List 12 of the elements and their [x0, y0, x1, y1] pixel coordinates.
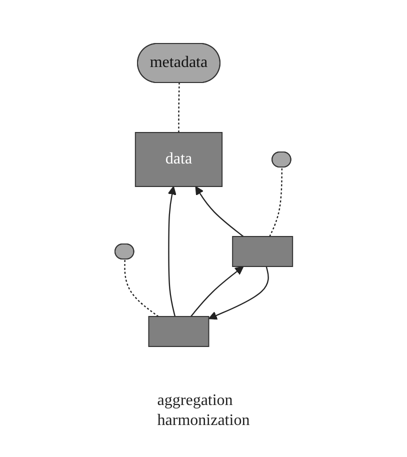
- node-box: [232, 236, 293, 267]
- node-box: [148, 316, 209, 347]
- connector: [124, 259, 158, 317]
- connector: [268, 168, 282, 237]
- node-box: data: [134, 132, 222, 187]
- connector: [178, 83, 180, 132]
- arrow: [190, 266, 244, 317]
- arrow: [167, 186, 176, 317]
- arrow: [208, 266, 269, 320]
- note-label: harmonization: [157, 412, 250, 430]
- arrow: [194, 186, 244, 237]
- note-label: aggregation: [157, 392, 234, 410]
